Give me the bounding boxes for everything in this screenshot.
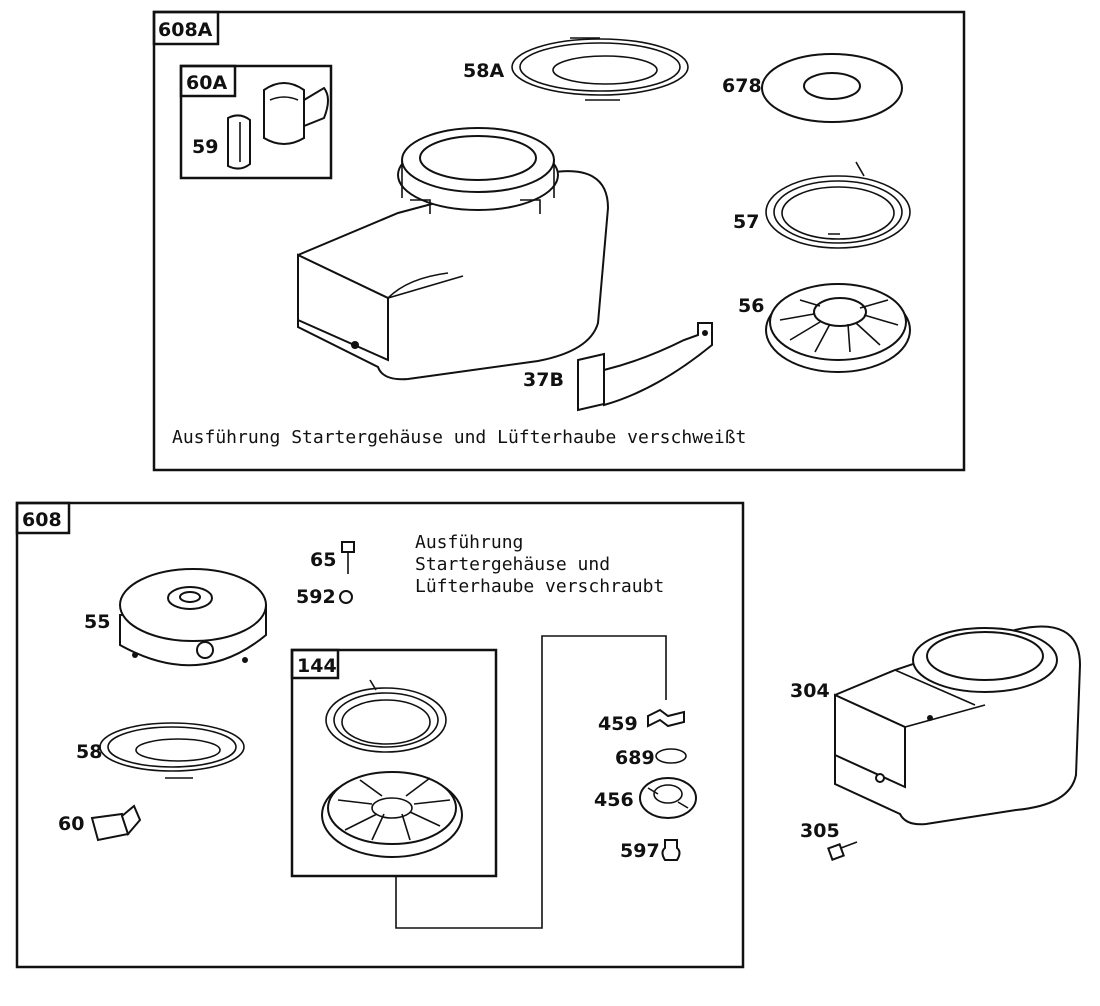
label-56: 56 [738, 295, 764, 317]
panel-608-frame [15, 501, 745, 969]
connector-line [395, 635, 667, 929]
label-37b: 37B [523, 369, 564, 391]
spring-689-illustration [655, 748, 687, 764]
label-55: 55 [84, 611, 110, 633]
label-57: 57 [733, 211, 759, 233]
screw-305-illustration [827, 841, 858, 861]
panel-608a-frame [152, 10, 966, 472]
nut-592-illustration [339, 590, 353, 604]
retainer-456-illustration [639, 777, 697, 819]
rope-58-illustration [99, 722, 245, 779]
lower-caption-line-3: Lüfterhaube verschraubt [415, 576, 664, 597]
label-597: 597 [620, 840, 660, 862]
starter-housing-55-illustration [119, 568, 267, 667]
spring-144-illustration [325, 679, 447, 753]
kit-144-id: 144 [297, 655, 337, 677]
washer-678-illustration [761, 53, 903, 123]
blower-housing-304-illustration [834, 625, 1082, 826]
label-678: 678 [722, 75, 762, 97]
lower-caption-line-1: Ausführung [415, 532, 523, 553]
kit-60a-id: 60A [186, 72, 227, 94]
label-59: 59 [192, 136, 218, 158]
label-592: 592 [296, 586, 336, 608]
kit-60a-frame [179, 64, 333, 180]
kit-144-frame [290, 648, 498, 878]
label-689: 689 [615, 747, 655, 769]
panel-608a-id: 608A [158, 19, 213, 41]
pulley-144-illustration [321, 771, 463, 858]
label-58a: 58A [463, 60, 504, 82]
label-58: 58 [76, 741, 102, 763]
panel-608-tag [15, 501, 71, 535]
blower-housing-welded-illustration [297, 127, 610, 381]
kit-60a-tag [179, 64, 237, 98]
label-456: 456 [594, 789, 634, 811]
label-65: 65 [310, 549, 336, 571]
pulley-56-illustration [765, 283, 911, 373]
screw-65-illustration [341, 541, 355, 574]
label-304: 304 [790, 680, 830, 702]
starter-handle-59-illustration [227, 82, 329, 170]
lower-caption-line-2: Startergehäuse und [415, 554, 610, 575]
kit-144-tag [290, 648, 340, 680]
bracket-37b-illustration [577, 322, 713, 412]
label-60: 60 [58, 813, 84, 835]
handle-60-illustration [90, 804, 142, 842]
rope-58a-illustration [511, 37, 689, 101]
label-459: 459 [598, 713, 638, 735]
panel-608-id: 608 [22, 509, 62, 531]
panel-608a-tag [152, 10, 220, 46]
recoil-spring-57-illustration [765, 161, 911, 249]
pawl-459-illustration [647, 708, 685, 728]
upper-housing-hole [351, 341, 359, 349]
upper-caption: Ausführung Startergehäuse und Lüfterhaub… [172, 427, 746, 448]
screw-597-illustration [661, 839, 681, 861]
label-305: 305 [800, 820, 840, 842]
